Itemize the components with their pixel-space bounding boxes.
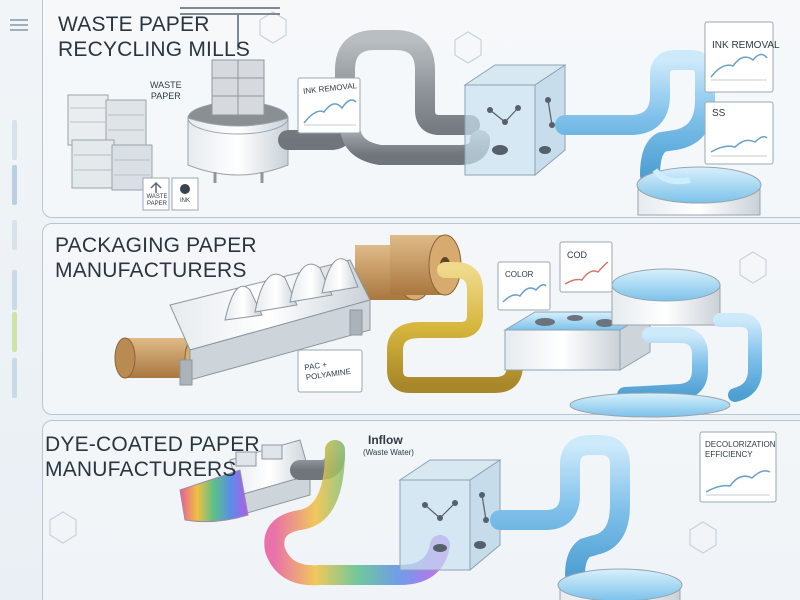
reactor-cube-1 (465, 65, 565, 175)
ink-icon (172, 178, 198, 210)
pulper-tank (188, 60, 288, 183)
water-tank-3 (558, 569, 682, 600)
ink-icon-label: INK (172, 198, 198, 204)
cod-label: COD (567, 250, 587, 260)
waste-paper-bales (68, 95, 152, 190)
ink-removal-label-2: INK REMOVAL (712, 40, 780, 51)
water-tank-2 (612, 269, 720, 325)
ss-label: SS (712, 108, 725, 119)
water-tank-1 (637, 167, 761, 215)
water-pool-2 (570, 393, 730, 417)
clean-water-pipe-1 (565, 60, 705, 175)
clean-water-pipe-3 (500, 445, 620, 575)
inflow-sub-label: (Waste Water) (363, 448, 414, 457)
color-label: COLOR (505, 270, 533, 279)
reactor-cube-2 (400, 460, 500, 570)
inflow-label: Inflow (368, 433, 403, 447)
